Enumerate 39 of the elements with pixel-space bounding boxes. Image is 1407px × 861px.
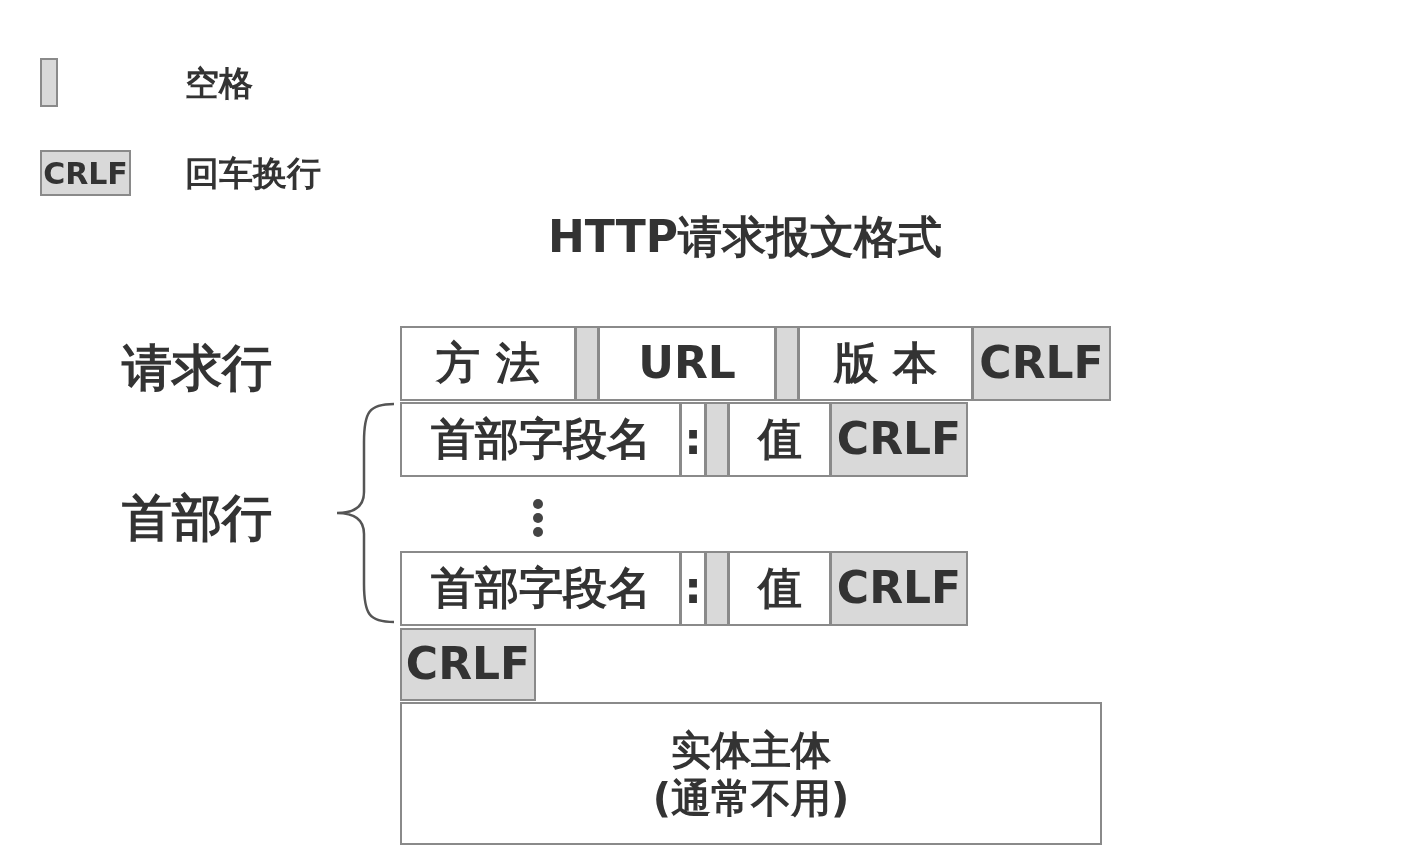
field-cell [728, 551, 831, 626]
row-label: 首部行 [122, 488, 272, 548]
field-cell [400, 326, 576, 401]
cell-text: CRLF [836, 413, 962, 466]
crlf-cell [830, 551, 968, 626]
cell-text: 首部字段名 [430, 413, 651, 466]
space-cell [705, 551, 729, 626]
crlf-cell [400, 628, 536, 701]
space-cell [775, 326, 799, 401]
cell-text: 首部字段名 [430, 562, 651, 615]
cell-text: : [684, 413, 702, 466]
cell-text: : [684, 562, 702, 615]
field-cell [400, 402, 681, 477]
cell-text: (通常不用) [652, 773, 850, 822]
cell-text: 值 [757, 413, 802, 466]
field-cell [400, 702, 1102, 845]
swatch-text: CRLF [43, 155, 128, 191]
cell-text: 实体主体 [671, 725, 831, 774]
space-cell [575, 326, 599, 401]
row-label: 请求行 [122, 338, 272, 398]
field-cell [598, 326, 776, 401]
cell-text: CRLF [979, 337, 1104, 390]
field-cell [680, 551, 706, 626]
diagram-title: HTTP请求报文格式 [546, 210, 944, 264]
legend-text: 回车换行 [185, 152, 321, 195]
cell-text: 版 本 [833, 337, 938, 390]
cell-text: URL [638, 337, 736, 390]
cell-text: CRLF [836, 562, 962, 615]
space-cell [705, 402, 729, 477]
field-cell [400, 551, 681, 626]
cell-text: 值 [757, 562, 802, 615]
field-cell [798, 326, 973, 401]
cell-text: 方 法 [436, 337, 540, 390]
field-cell [728, 402, 831, 477]
crlf-cell [830, 402, 968, 477]
cell-text: CRLF [405, 638, 531, 691]
field-cell [680, 402, 706, 477]
legend-text: 空格 [185, 61, 253, 105]
crlf-cell [972, 326, 1111, 401]
